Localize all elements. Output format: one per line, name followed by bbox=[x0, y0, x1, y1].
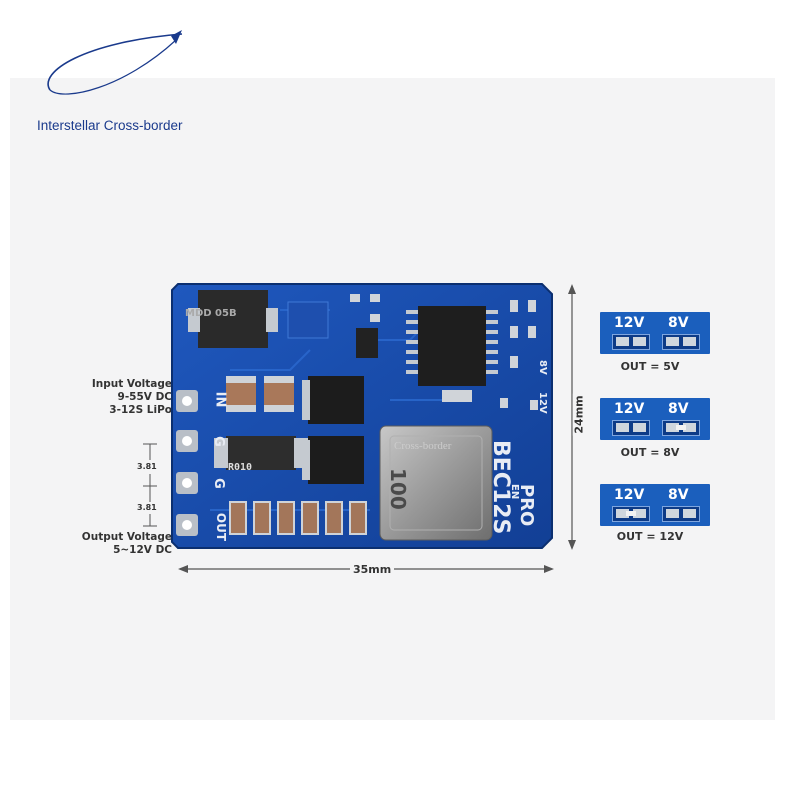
height-dimension-line bbox=[568, 284, 576, 550]
jumper-pad-12v bbox=[612, 420, 650, 436]
mosfet-2 bbox=[308, 436, 364, 484]
jumper-8v-label: 8V bbox=[668, 401, 689, 417]
height-dimension-label: 24mm bbox=[572, 393, 586, 436]
jumper-config-12v: 12V 8V bbox=[600, 484, 710, 526]
pin-label-in: IN bbox=[212, 391, 228, 408]
enable-pad-label: EN bbox=[509, 484, 520, 500]
output-voltage-range: 5~12V DC bbox=[113, 544, 172, 556]
pin-pads bbox=[176, 390, 198, 536]
width-dimension-label: 35mm bbox=[350, 563, 395, 576]
input-voltage-range: 9-55V DC bbox=[117, 391, 172, 403]
output-voltage-title: Output Voltage bbox=[81, 531, 172, 543]
pin-label-out: OUT bbox=[214, 512, 229, 542]
jumper-caption-12v: OUT = 12V bbox=[616, 530, 684, 543]
input-spec: Input Voltage 9-55V DC 3-12S LiPo bbox=[66, 378, 172, 417]
brand-logo-swoosh bbox=[47, 30, 183, 95]
inductor-marking: 100 bbox=[386, 468, 410, 510]
jumper-config-8v: 12V 8V bbox=[600, 398, 710, 440]
watermark-text: Cross-border bbox=[394, 440, 452, 452]
output-spec: Output Voltage 5~12V DC bbox=[66, 531, 172, 557]
pin-pitch-label-2: 3.81 bbox=[137, 503, 157, 512]
pcb-board bbox=[171, 283, 553, 549]
jumper-pad-12v bbox=[612, 334, 650, 350]
jumper-caption-5v: OUT = 5V bbox=[620, 360, 680, 373]
pin-pitch-label-1: 3.81 bbox=[137, 462, 157, 471]
jumper-8v-label: 8V bbox=[668, 315, 689, 331]
jumper-pad-8v-bridged bbox=[662, 420, 700, 436]
jumper-12v-label: 12V bbox=[614, 315, 645, 331]
jumper-pad-12v-bridged bbox=[612, 506, 650, 522]
jumper-config-5v: 12V 8V bbox=[600, 312, 710, 354]
controller-ic bbox=[418, 306, 486, 386]
jumper-pad-8v bbox=[662, 506, 700, 522]
jumper-pad-8v bbox=[662, 334, 700, 350]
diode-component bbox=[198, 290, 268, 348]
diode-marking: MDD 05B bbox=[185, 308, 237, 319]
jumper-8v-label: 8V bbox=[668, 487, 689, 503]
pin-label-g1: G bbox=[210, 436, 226, 447]
shunt-resistor bbox=[226, 436, 296, 470]
brand-name: Interstellar Cross-border bbox=[37, 118, 183, 133]
pin-pitch-dimension-lines bbox=[143, 443, 157, 527]
inductor bbox=[379, 425, 493, 541]
pin-label-g2: G bbox=[210, 478, 226, 489]
resistor-marking: R010 bbox=[228, 462, 253, 473]
jumper-12v-label: 12V bbox=[614, 401, 645, 417]
mosfet-1 bbox=[308, 376, 364, 424]
board-8v-label: 8V bbox=[537, 360, 548, 375]
input-cell-range: 3-12S LiPo bbox=[109, 404, 172, 416]
jumper-caption-8v: OUT = 8V bbox=[620, 446, 680, 459]
input-voltage-title: Input Voltage bbox=[91, 378, 172, 390]
board-12v-label: 12V bbox=[537, 392, 548, 414]
jumper-12v-label: 12V bbox=[614, 487, 645, 503]
